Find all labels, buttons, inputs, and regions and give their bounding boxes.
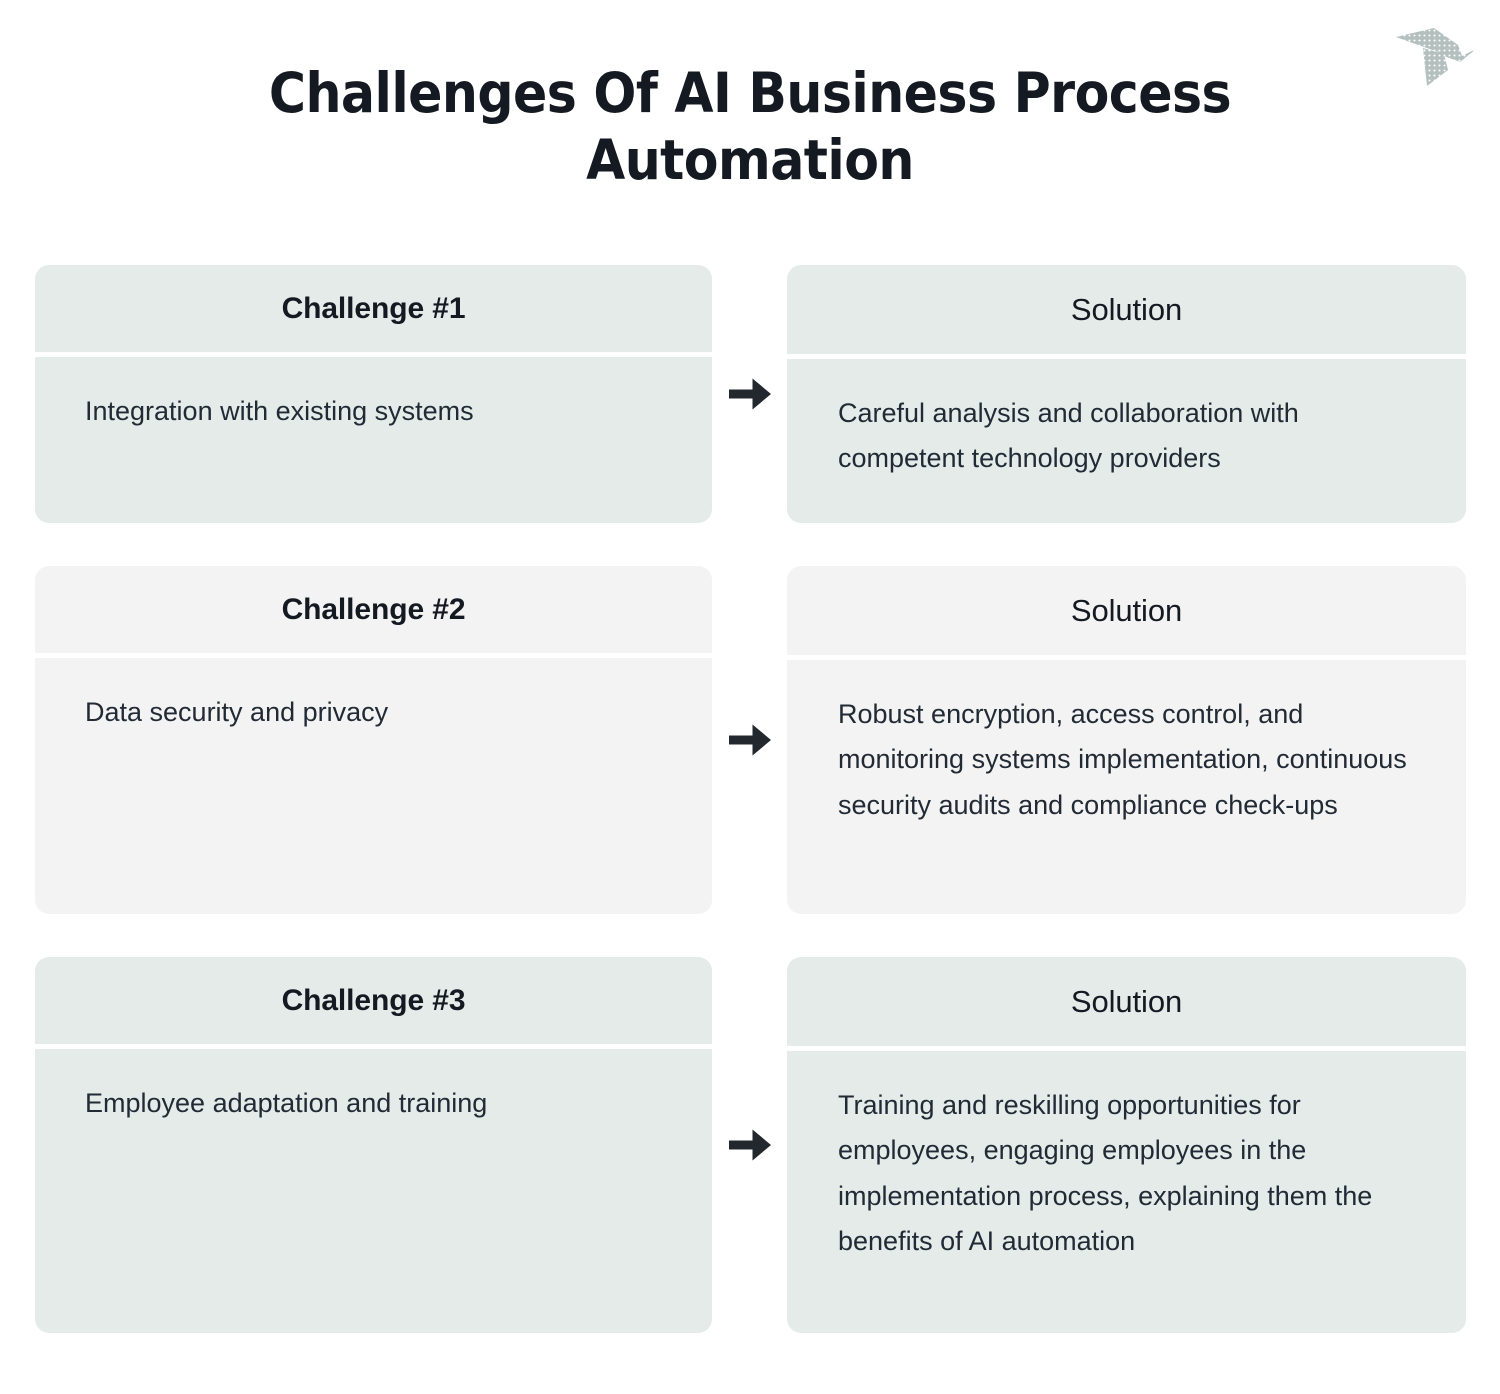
solution-card-2: Solution Robust encryption, access contr…: [787, 566, 1466, 914]
solution-card-2-body: Robust encryption, access control, and m…: [838, 699, 1407, 820]
arrow-gap-2: [712, 566, 787, 914]
challenge-card-3-body: Employee adaptation and training: [85, 1088, 488, 1118]
challenge-card-1: Challenge #1 Integration with existing s…: [35, 265, 712, 523]
solution-card-3-heading: Solution: [1070, 984, 1183, 1019]
card-divider: [787, 354, 1466, 359]
challenge-card-1-heading: Challenge #1: [281, 292, 466, 325]
solution-card-3-body: Training and reskilling opportunities fo…: [838, 1090, 1373, 1257]
challenge-card-2: Challenge #2 Data security and privacy: [35, 566, 712, 914]
solution-card-3: Solution Training and reskilling opportu…: [787, 957, 1466, 1333]
arrow-gap-3: [712, 957, 787, 1333]
challenge-card-3-heading: Challenge #3: [281, 984, 466, 1017]
challenge-solution-row: Challenge #1 Integration with existing s…: [35, 265, 1466, 523]
card-divider: [35, 1044, 712, 1049]
card-divider: [35, 352, 712, 357]
challenge-card-1-body: Integration with existing systems: [85, 396, 474, 426]
origami-bird-logo: [1382, 18, 1478, 92]
challenge-card-2-body: Data security and privacy: [85, 697, 389, 727]
solution-card-1-body: Careful analysis and collaboration with …: [838, 398, 1299, 474]
solution-card-1: Solution Careful analysis and collaborat…: [787, 265, 1466, 523]
card-divider: [787, 1046, 1466, 1051]
arrow-right-icon: [728, 1129, 771, 1161]
card-divider: [35, 653, 712, 658]
solution-card-1-heading: Solution: [1070, 292, 1183, 327]
arrow-gap-1: [712, 265, 787, 523]
challenge-solution-row: Challenge #2 Data security and privacy S…: [35, 566, 1466, 914]
page-title: Challenges Of AI Business Process Automa…: [268, 61, 1232, 193]
card-divider: [787, 655, 1466, 660]
challenge-card-3: Challenge #3 Employee adaptation and tra…: [35, 957, 712, 1333]
arrow-right-icon: [728, 724, 771, 756]
challenge-card-2-heading: Challenge #2: [281, 593, 466, 626]
challenge-solution-grid: Challenge #1 Integration with existing s…: [35, 265, 1466, 1333]
page-title-wrap: Challenges Of AI Business Process Automa…: [0, 60, 1500, 194]
arrow-right-icon: [728, 378, 771, 410]
challenge-solution-row: Challenge #3 Employee adaptation and tra…: [35, 957, 1466, 1333]
solution-card-2-heading: Solution: [1070, 593, 1183, 628]
